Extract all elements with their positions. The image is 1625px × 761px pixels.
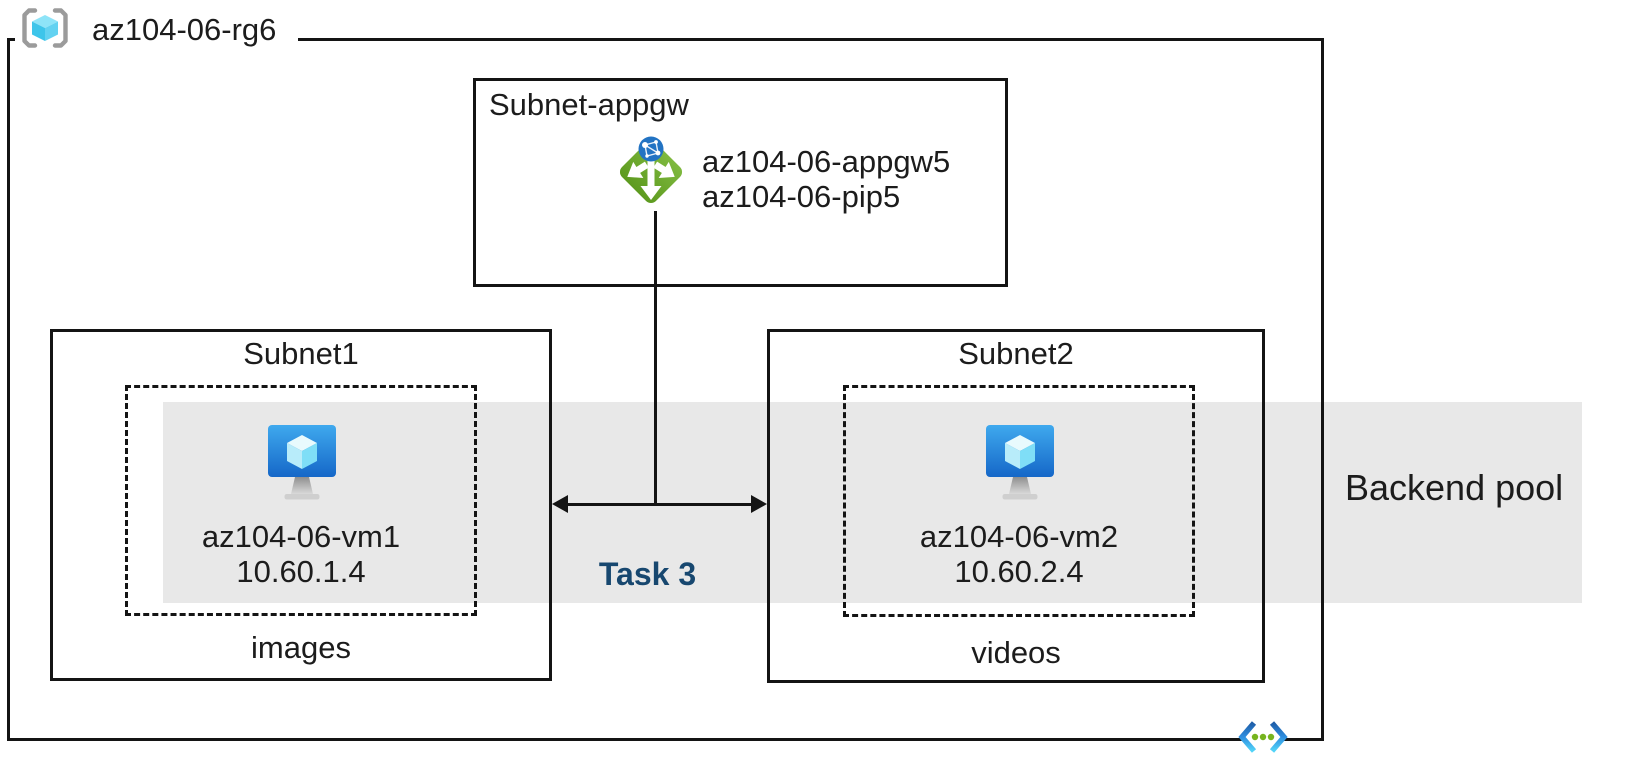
subnet1-title: Subnet1 bbox=[243, 336, 359, 371]
appgw-name: az104-06-appgw5 bbox=[702, 144, 951, 179]
subnet1-backend-dashed-box bbox=[125, 385, 477, 616]
virtual-machine-icon bbox=[985, 424, 1055, 502]
arrowhead-left-icon bbox=[552, 495, 568, 513]
subnet2-caption: videos bbox=[971, 635, 1061, 670]
vm1-ip: 10.60.1.4 bbox=[236, 554, 366, 589]
application-gateway-icon bbox=[615, 131, 687, 213]
subnet2-backend-dashed-box bbox=[843, 385, 1195, 617]
vm2-ip: 10.60.2.4 bbox=[954, 554, 1084, 589]
subnet2-title: Subnet2 bbox=[958, 336, 1074, 371]
resource-group-box bbox=[7, 38, 1324, 741]
backend-pool-band bbox=[163, 402, 1582, 603]
resource-group-icon bbox=[20, 7, 70, 49]
subnet2-box bbox=[767, 329, 1265, 683]
virtual-machine-icon bbox=[267, 424, 337, 502]
backend-pool-label: Backend pool bbox=[1345, 467, 1564, 508]
arrowhead-right-icon bbox=[751, 495, 767, 513]
resource-group-label-gap bbox=[15, 34, 298, 46]
backend-arrow-line bbox=[566, 503, 752, 506]
appgw-subnet-box bbox=[473, 78, 1008, 287]
resource-group-name: az104-06-rg6 bbox=[92, 12, 277, 47]
subnet1-box bbox=[50, 329, 552, 681]
vm2-name: az104-06-vm2 bbox=[919, 519, 1119, 554]
appgw-labels: az104-06-appgw5 az104-06-pip5 bbox=[702, 144, 950, 214]
vm1-name: az104-06-vm1 bbox=[201, 519, 401, 554]
virtual-network-icon bbox=[1238, 719, 1288, 755]
appgw-public-ip: az104-06-pip5 bbox=[702, 179, 901, 214]
task-label: Task 3 bbox=[598, 556, 697, 592]
appgw-subnet-title: Subnet-appgw bbox=[489, 87, 689, 122]
subnet1-caption: images bbox=[251, 630, 351, 665]
appgw-to-backend-connector bbox=[654, 211, 657, 504]
